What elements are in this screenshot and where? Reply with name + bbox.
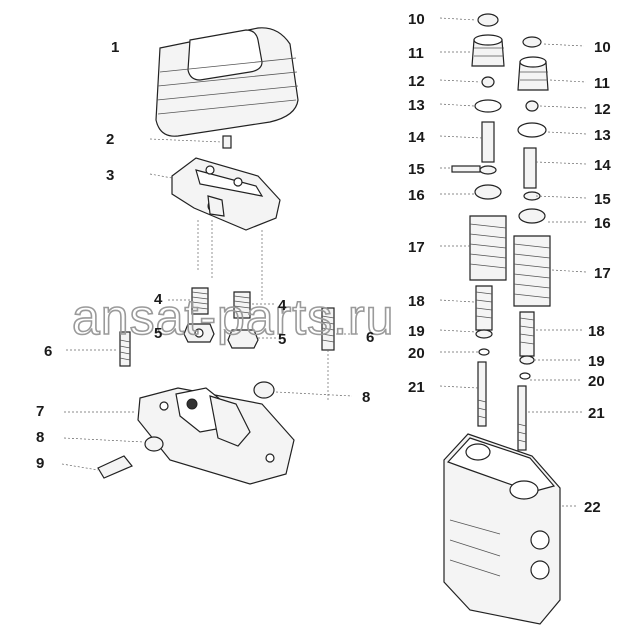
part-3-plate <box>149 157 281 300</box>
callout-12-left: 12 <box>408 73 425 90</box>
callout-2: 2 <box>106 131 114 148</box>
watermark: ansat-parts.ru <box>72 289 394 345</box>
callout-12-right: 12 <box>594 101 611 118</box>
callout-6-right: 6 <box>366 329 374 346</box>
callout-10-left: 10 <box>408 11 425 28</box>
callout-21-right: 21 <box>588 405 605 422</box>
callout-14-right: 14 <box>594 157 611 174</box>
callout-4-right: 4 <box>278 297 287 314</box>
callout-19-right: 19 <box>588 353 605 370</box>
callout-3: 3 <box>106 167 114 184</box>
callout-18-right: 18 <box>588 323 605 340</box>
part-1-boot <box>155 27 299 137</box>
part-22-valve-body <box>443 433 578 625</box>
callout-10-right: 10 <box>594 39 611 56</box>
part-2-pin <box>149 135 232 149</box>
callout-18-left: 18 <box>408 293 425 310</box>
callout-20-left: 20 <box>408 345 425 362</box>
part-6-bolt-left <box>66 331 131 367</box>
callout-6-left: 6 <box>44 343 52 360</box>
callout-1: 1 <box>111 39 119 56</box>
callout-16-left: 16 <box>408 187 425 204</box>
part-6-bolt-right <box>321 307 358 400</box>
callout-19-left: 19 <box>408 323 425 340</box>
callout-17-left: 17 <box>408 239 425 256</box>
callout-4-left: 4 <box>154 291 163 308</box>
callout-20-right: 20 <box>588 373 605 390</box>
callout-8-left: 8 <box>36 429 44 446</box>
callout-7: 7 <box>36 403 44 420</box>
leader-lines <box>439 17 587 413</box>
part-4-spring-left <box>168 287 209 315</box>
callout-13-right: 13 <box>594 127 611 144</box>
part-7-base-plate <box>64 387 295 485</box>
callout-11-left: 11 <box>408 45 424 62</box>
callout-8-right: 8 <box>362 389 370 406</box>
callout-14-left: 14 <box>408 129 425 146</box>
callout-15-right: 15 <box>594 191 611 208</box>
callout-13-left: 13 <box>408 97 425 114</box>
part-8-bushing-right <box>253 381 353 399</box>
part-9-shaft <box>61 455 133 479</box>
callout-11-right: 11 <box>594 75 610 92</box>
callout-5-left: 5 <box>154 325 162 342</box>
callout-15-left: 15 <box>408 161 425 178</box>
part-8-bushing-left <box>63 436 164 452</box>
part-5-nut-left <box>183 323 215 343</box>
callout-17-right: 17 <box>594 265 611 282</box>
right-spool-column <box>513 36 551 451</box>
callout-22: 22 <box>584 499 601 516</box>
callout-21-left: 21 <box>408 379 425 396</box>
callout-16-right: 16 <box>594 215 611 232</box>
part-4-spring-right <box>233 291 276 319</box>
callout-labels: 1 2 3 4 4 5 5 6 6 7 8 8 9 10 10 11 11 12… <box>36 11 611 516</box>
callout-9: 9 <box>36 455 44 472</box>
callout-5-right: 5 <box>278 331 286 348</box>
part-5-nut-right <box>227 329 276 349</box>
left-spool-column <box>451 13 507 427</box>
